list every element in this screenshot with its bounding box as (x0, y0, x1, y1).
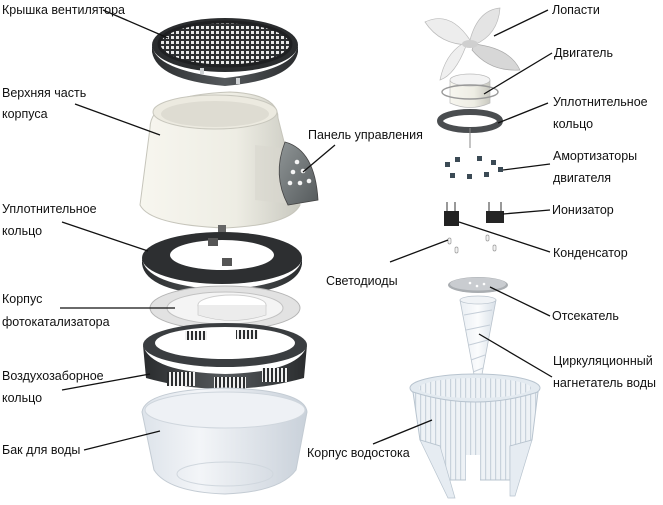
label-dampers-line1: Амортизаторы (553, 149, 638, 163)
label-photocatalyst-line1: Корпус (2, 292, 43, 306)
label-seal-ring-right-line2: кольцо (553, 117, 594, 131)
leader-blades (493, 9, 549, 37)
label-photocatalyst-line2: фотокатализатора (2, 315, 110, 329)
label-control-panel: Панель управления (308, 128, 423, 142)
leader-dampers (502, 163, 551, 171)
leds-part (447, 234, 497, 254)
leader-separator (489, 286, 551, 317)
leader-drain-housing (372, 419, 433, 445)
ionizer-part (486, 202, 504, 223)
seal-ring-right-part (437, 109, 503, 148)
label-air-intake-line1: Воздухозаборное (2, 369, 104, 383)
label-capacitor: Конденсатор (553, 246, 628, 260)
seal-ring-left-part (142, 232, 302, 296)
label-circulation-pump-line2: нагнетатель воды (553, 376, 656, 390)
capacitor-part (444, 202, 459, 226)
label-air-intake-line2: кольцо (2, 391, 43, 405)
label-fan-cover: Крышка вентилятора (2, 3, 125, 17)
water-tank-part (141, 387, 308, 495)
photocatalyst-housing-part (149, 285, 301, 331)
leader-motor (483, 52, 553, 95)
label-separator: Отсекатель (552, 309, 619, 323)
leader-capacitor (458, 221, 551, 253)
label-upper-housing-line1: Верхняя часть (2, 86, 87, 100)
label-motor: Двигатель (554, 46, 613, 60)
fan-cover-part (152, 18, 298, 86)
drain-housing-part (409, 373, 541, 499)
label-seal-ring-left-line1: Уплотнительное (2, 202, 97, 216)
motor-dampers-part (445, 156, 503, 179)
label-blades: Лопасти (552, 3, 600, 17)
label-seal-ring-right-line1: Уплотнительное (553, 95, 648, 109)
fan-blades-part (424, 7, 521, 81)
leader-circulation-pump (478, 333, 553, 378)
label-upper-housing-line2: корпуса (2, 107, 48, 121)
leader-upper-housing (74, 103, 161, 136)
label-leds: Светодиоды (326, 274, 398, 288)
label-dampers-line2: двигателя (553, 171, 612, 185)
air-intake-ring-part (143, 323, 307, 391)
control-panel-part (278, 141, 319, 206)
leader-seal-ring-left (61, 221, 149, 252)
label-drain-housing: Корпус водостока (307, 446, 410, 460)
label-circulation-pump-line1: Циркуляционный (553, 354, 653, 368)
leader-ionizer (502, 209, 551, 215)
leader-water-tank (83, 430, 161, 451)
leader-seal-ring-right (497, 102, 549, 124)
label-seal-ring-left-line2: кольцо (2, 224, 43, 238)
label-water-tank: Бак для воды (2, 443, 81, 457)
motor-part (441, 73, 499, 108)
leader-leds (389, 239, 449, 263)
leader-fan-cover (102, 9, 169, 39)
label-ionizer: Ионизатор (552, 203, 614, 217)
leader-air-intake (61, 373, 151, 391)
upper-housing-part (139, 91, 301, 237)
separator-part (448, 277, 508, 293)
leader-control-panel (302, 144, 336, 173)
